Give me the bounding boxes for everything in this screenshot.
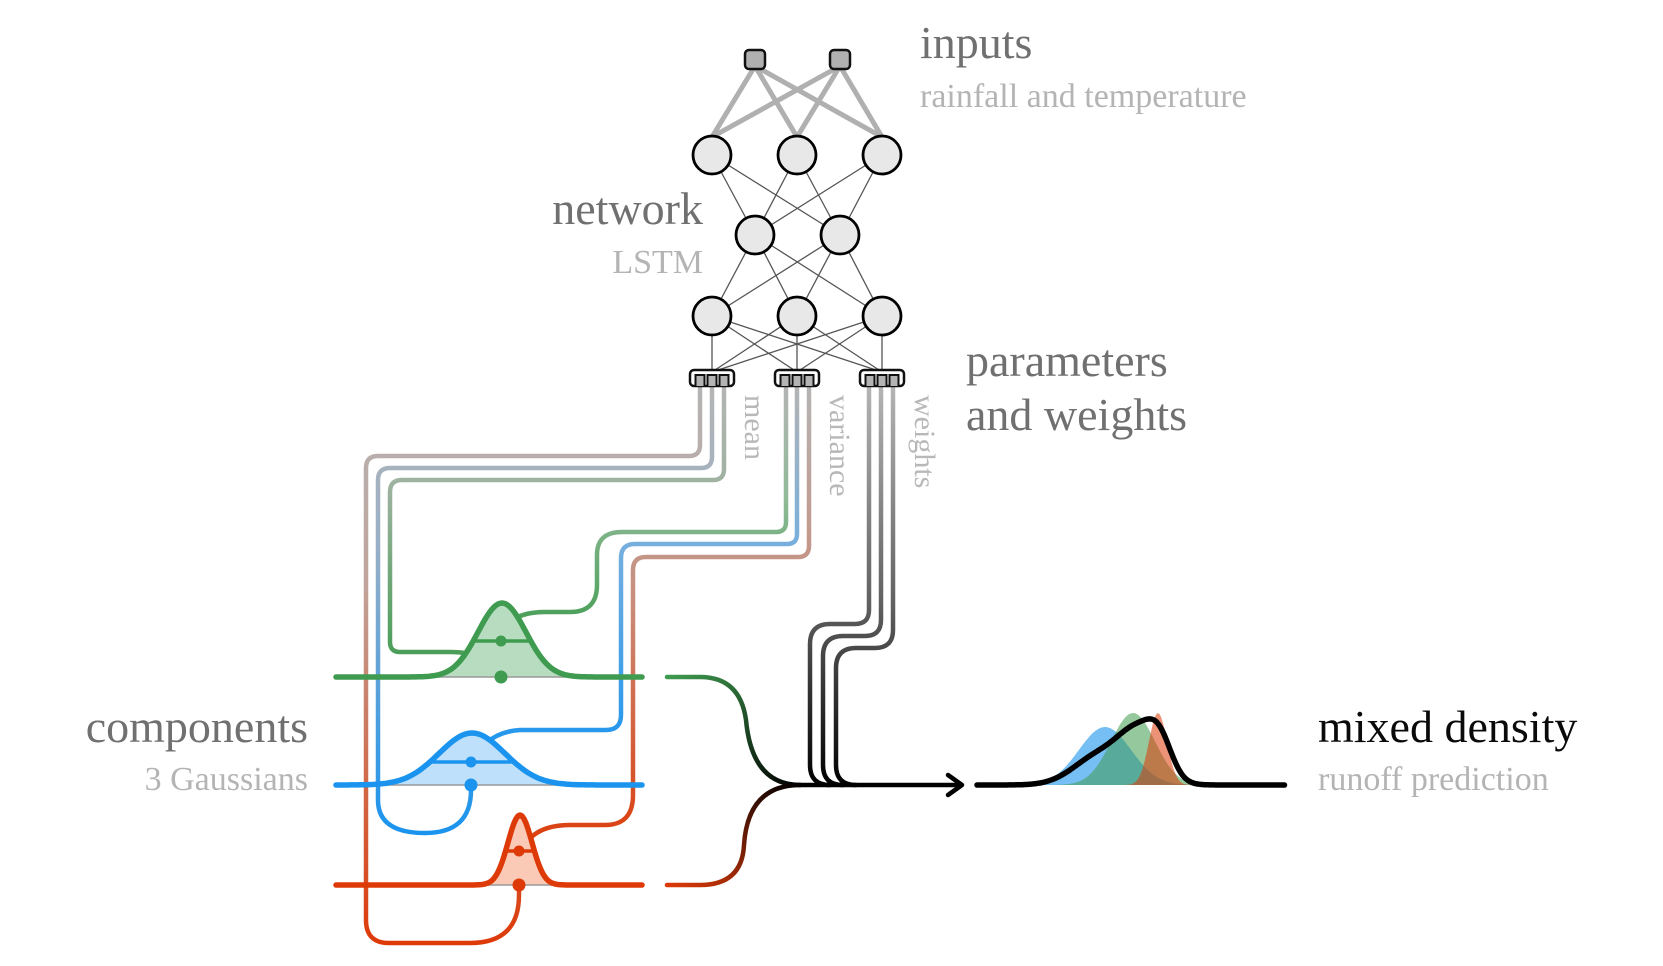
parameters-title-line2: and weights	[966, 389, 1188, 440]
components-subtitle: 3 Gaussians	[144, 761, 308, 798]
merge-lines	[664, 674, 965, 888]
inputs-subtitle: rainfall and temperature	[920, 78, 1247, 115]
output-edge	[711, 315, 883, 373]
weights-line-2	[820, 383, 884, 788]
hidden-node	[734, 214, 776, 256]
weights-line-1	[807, 383, 872, 788]
components-title: components	[85, 701, 308, 752]
merge-line-green	[664, 674, 803, 788]
weights-lines	[807, 383, 896, 788]
output-label-weights: weights	[908, 395, 941, 489]
gaussian-blue	[333, 730, 645, 792]
gaussian-curve	[333, 600, 645, 680]
variance-line-red	[517, 383, 812, 858]
hidden-node	[691, 134, 733, 176]
variance-dot	[465, 756, 477, 768]
mixed-component-fill-red	[1122, 713, 1194, 785]
input-node	[743, 48, 767, 71]
hidden-node	[861, 295, 903, 337]
mean-line-blue	[375, 383, 715, 836]
output-label-variance: variance	[823, 395, 856, 497]
hidden-node	[776, 295, 818, 337]
mixed-component-fill-blue	[1045, 713, 1221, 785]
output-slot	[876, 374, 888, 386]
hidden-edge	[754, 154, 883, 236]
hidden-node	[776, 134, 818, 176]
output-arrow-head	[945, 772, 965, 798]
hidden-node	[819, 214, 861, 256]
output-slot	[718, 374, 730, 386]
output-slot	[888, 374, 900, 386]
gaussian-red	[333, 812, 645, 892]
mixed-density-subtitle: runoff prediction	[1318, 761, 1549, 798]
gaussian-green	[333, 600, 645, 684]
hidden-edge	[711, 234, 841, 317]
mean-dot	[494, 670, 508, 684]
output-group-variance	[773, 368, 821, 388]
network-nodes	[688, 48, 906, 388]
gaussian-components	[333, 600, 645, 892]
hidden-node	[861, 134, 903, 176]
mixed-density-plot	[974, 713, 1288, 788]
gaussian-curve	[333, 812, 645, 888]
parameters-title-line1: parameters	[966, 335, 1168, 386]
output-slot	[803, 374, 815, 386]
output-slot	[694, 374, 706, 386]
input-edges	[709, 63, 885, 140]
output-slot	[779, 374, 791, 386]
variance-line-green	[497, 383, 789, 644]
mixed-density-title: mixed density	[1318, 701, 1578, 752]
mixed-density-curve	[974, 716, 1288, 788]
variance-dot	[495, 635, 507, 647]
variance-line-blue	[468, 383, 800, 768]
input-edge	[837, 64, 885, 139]
inputs-title: inputs	[920, 17, 1033, 68]
output-group-mean	[688, 368, 736, 388]
mean-line-red	[363, 383, 703, 946]
variance-lines	[468, 383, 812, 858]
weights-line-3	[833, 383, 896, 788]
output-slot	[864, 374, 876, 386]
merge-line-red	[664, 782, 803, 888]
mean-dot	[464, 778, 478, 792]
output-slot	[706, 374, 718, 386]
input-edge	[710, 63, 842, 140]
gaussian-curve	[333, 730, 645, 788]
output-label-mean: mean	[738, 395, 771, 460]
input-node	[828, 48, 852, 71]
network-title: network	[552, 183, 703, 234]
mean-dot	[512, 878, 526, 892]
hidden-node	[691, 295, 733, 337]
input-edge	[709, 64, 758, 139]
variance-dot	[513, 845, 525, 857]
network-subtitle: LSTM	[612, 244, 703, 281]
hidden-edges	[711, 154, 883, 373]
output-slot	[791, 374, 803, 386]
output-group-weights	[858, 368, 906, 388]
input-edge	[794, 64, 843, 139]
